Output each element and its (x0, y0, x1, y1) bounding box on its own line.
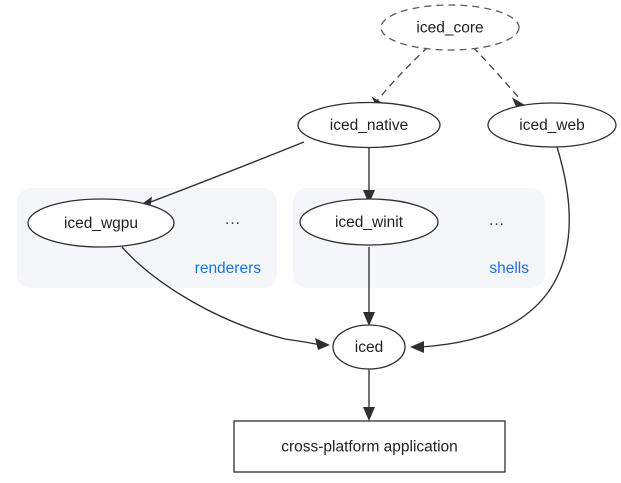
node-iced-winit-shape[interactable] (299, 198, 439, 246)
node-iced-winit[interactable]: iced_winit (299, 198, 439, 246)
edge-iced-to-application (363, 369, 375, 421)
node-iced-web-shape[interactable] (487, 102, 617, 148)
cluster-shells-ellipsis: ... (489, 212, 505, 229)
node-iced-native-shape[interactable] (297, 101, 441, 149)
node-iced[interactable]: iced (332, 324, 406, 370)
node-iced-web[interactable]: iced_web (487, 102, 617, 148)
cluster-shells-label: shells (489, 260, 529, 277)
node-application-shape[interactable] (233, 420, 506, 473)
edge-iced-core-to-iced-web (472, 46, 525, 109)
node-iced-native[interactable]: iced_native (297, 101, 441, 149)
cluster-renderers-label: renderers (195, 260, 262, 277)
arrow-head-icon (410, 341, 424, 353)
node-iced-shape[interactable] (332, 324, 406, 370)
node-iced-core[interactable]: iced_core (380, 4, 520, 51)
edge-iced-wgpu-to-iced (121, 246, 330, 350)
node-iced-core-shape[interactable] (380, 4, 520, 51)
node-iced-wgpu[interactable]: iced_wgpu (27, 198, 175, 248)
arrow-head-icon (363, 312, 375, 326)
arrow-head-icon (363, 407, 375, 421)
edge-iced-web-to-iced (410, 146, 570, 353)
node-cross-platform-application[interactable]: cross-platform application (233, 420, 506, 473)
edge-iced-winit-to-iced (363, 247, 375, 326)
arrow-head-icon (315, 338, 330, 350)
edge-iced-core-to-iced-native (371, 46, 429, 110)
arrow-head-icon (363, 190, 375, 204)
node-iced-wgpu-shape[interactable] (27, 198, 175, 248)
cluster-renderers-ellipsis: ... (225, 211, 241, 228)
edge-iced-native-to-iced-winit (363, 147, 375, 204)
